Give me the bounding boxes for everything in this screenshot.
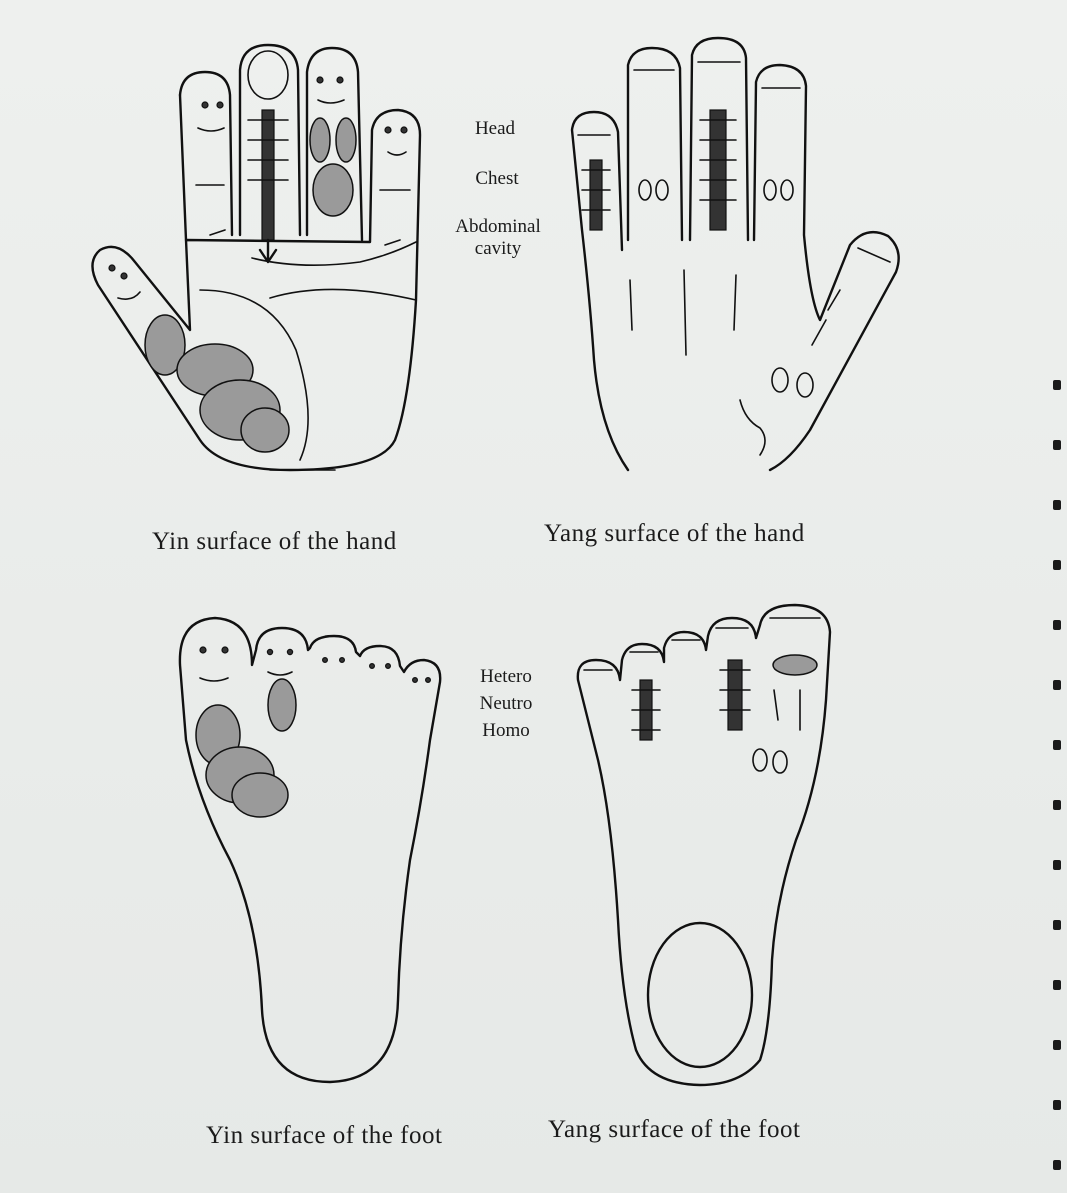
zone-abdominal-line1: Abdominal [455,216,541,237]
yin-hand-illustration [91,43,422,472]
zone-neutro-label: Neutro [479,693,533,714]
caption-yin-hand: Yin surface of the hand [152,528,397,555]
zone-homo-label: Homo [482,720,530,741]
zone-abdominal-label: Abdominal cavity [440,216,556,260]
caption-yang-hand: Yang surface of the hand [544,520,805,547]
zone-abdominal-line2: cavity [474,238,522,259]
yang-foot-illustration [576,603,832,1087]
caption-yang-foot: Yang surface of the foot [548,1116,801,1143]
yang-hand-illustration [570,36,900,472]
spiral-binding [1053,380,1063,1180]
zone-chest-label: Chest [475,168,519,189]
zone-hetero-label: Hetero [480,666,532,687]
yin-foot-illustration [178,616,442,1084]
caption-yin-foot: Yin surface of the foot [206,1122,443,1149]
zone-head-label: Head [474,118,516,139]
